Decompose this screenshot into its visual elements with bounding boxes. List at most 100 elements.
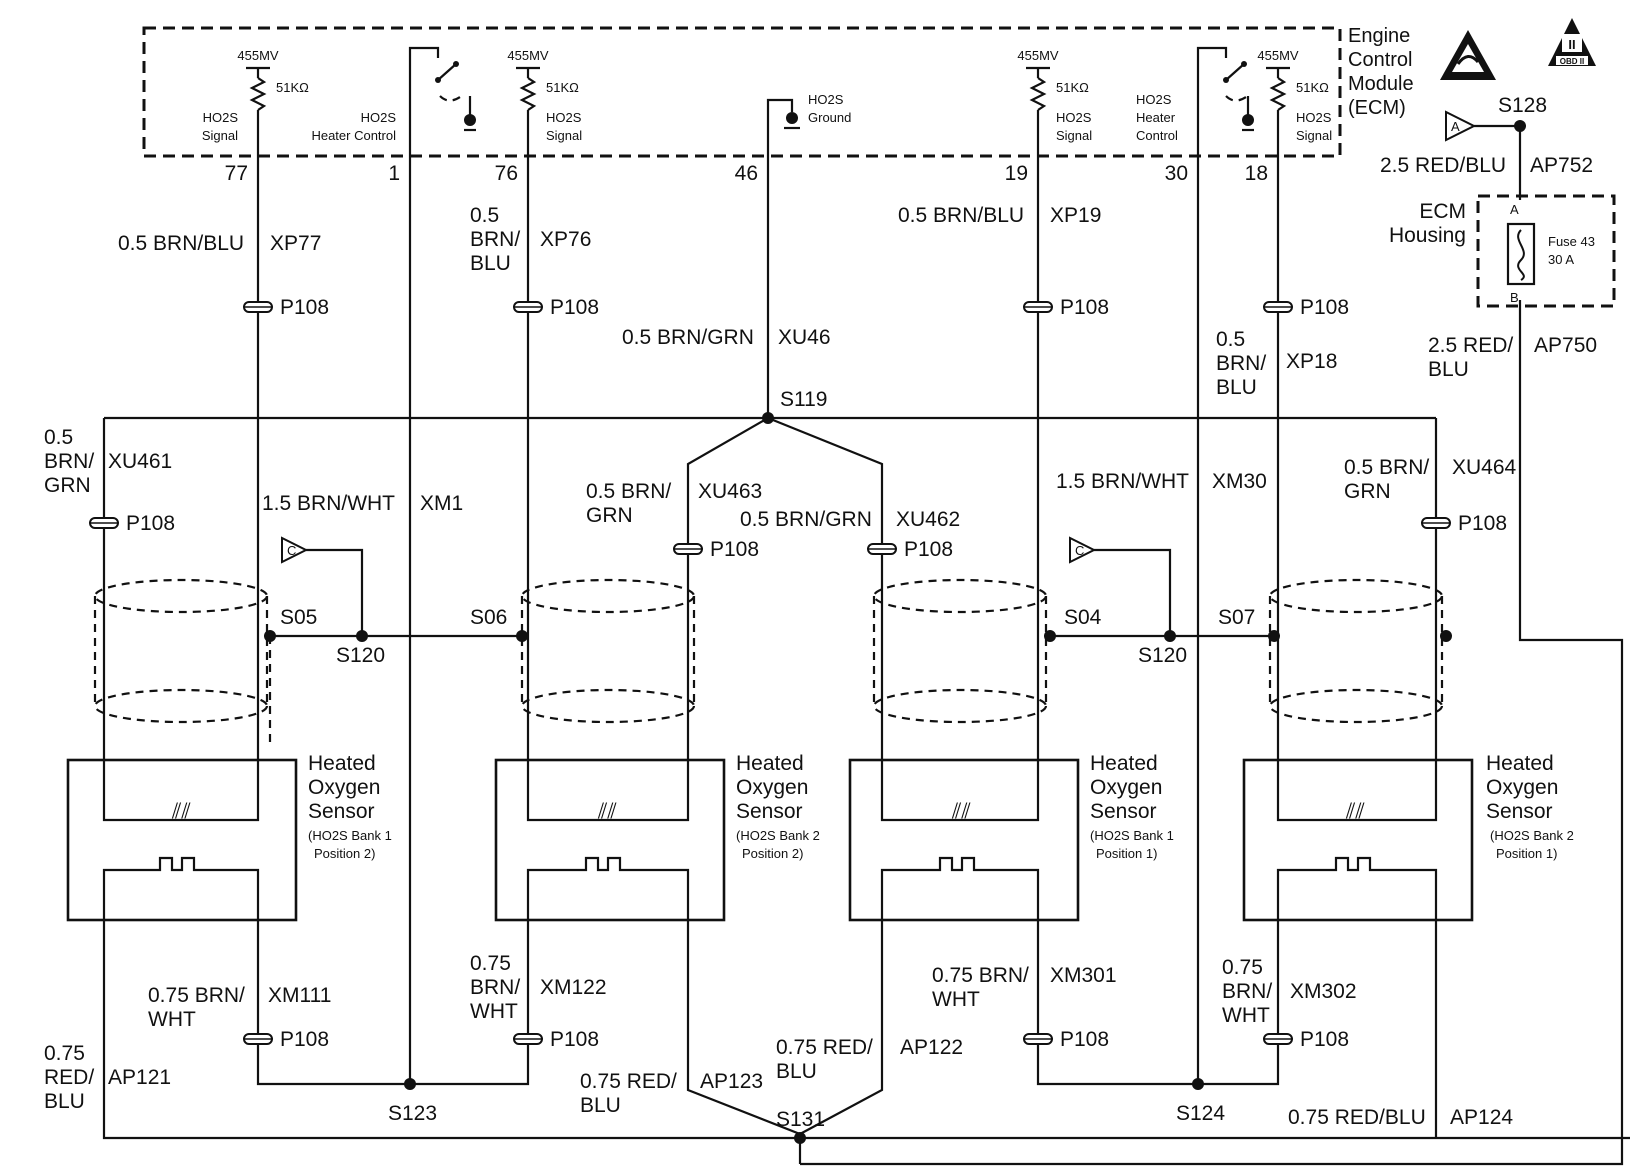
main-wires (102, 160, 1438, 1084)
svg-text:0.75 RED/: 0.75 RED/ (580, 1070, 677, 1093)
splice-s07: S07 (1218, 606, 1255, 629)
svg-text:18: 18 (1245, 162, 1268, 185)
svg-text:BRN/: BRN/ (1222, 980, 1272, 1003)
svg-text:51KΩ: 51KΩ (276, 80, 309, 95)
svg-text:C: C (1075, 543, 1084, 558)
bottom-wires (102, 300, 1630, 1166)
svg-text:XU461: XU461 (108, 450, 172, 473)
ecm-signal-76: 455MV 51KΩ HO2S Signal (507, 48, 582, 160)
svg-text:0.75 BRN/: 0.75 BRN/ (932, 964, 1029, 987)
svg-text:Heated: Heated (1486, 752, 1554, 775)
splice-s131: S131 (776, 1108, 825, 1131)
svg-text:BRN/: BRN/ (44, 450, 94, 473)
wire-label-xp77: 0.5 BRN/BLU XP77 (118, 232, 321, 255)
svg-text:GRN: GRN (44, 474, 91, 497)
svg-text:XM301: XM301 (1050, 964, 1117, 987)
ecm-pin-numbers: 77 1 76 46 19 30 18 (225, 162, 1268, 185)
ref-c-right: C (1069, 536, 1172, 636)
svg-text:0.75: 0.75 (470, 952, 511, 975)
svg-text:Heater Control: Heater Control (311, 128, 396, 143)
splice-s119: S119 (780, 388, 828, 411)
svg-text:GRN: GRN (586, 504, 633, 527)
svg-text:(HO2S Bank 1: (HO2S Bank 1 (308, 828, 392, 843)
splice-s06: S06 (470, 606, 507, 629)
svg-text:BRN/: BRN/ (1216, 352, 1266, 375)
svg-text:P108: P108 (280, 1028, 329, 1051)
svg-text:0.5 BRN/: 0.5 BRN/ (586, 480, 671, 503)
svg-text:BLU: BLU (776, 1060, 817, 1083)
svg-text:Position 2): Position 2) (314, 846, 375, 861)
svg-text:(HO2S Bank 2: (HO2S Bank 2 (736, 828, 820, 843)
svg-text:XU464: XU464 (1452, 456, 1517, 479)
svg-text:XM302: XM302 (1290, 980, 1357, 1003)
svg-text:(HO2S Bank 1: (HO2S Bank 1 (1090, 828, 1174, 843)
svg-text:46: 46 (735, 162, 758, 185)
svg-text:Oxygen: Oxygen (1486, 776, 1558, 799)
svg-text:0.5: 0.5 (1216, 328, 1245, 351)
svg-text:Position 2): Position 2) (742, 846, 803, 861)
svg-text:⫽⫽: ⫽⫽ (951, 800, 971, 823)
svg-text:Signal: Signal (202, 128, 238, 143)
svg-text:Control: Control (1348, 49, 1412, 71)
svg-text:Oxygen: Oxygen (1090, 776, 1162, 799)
svg-text:455MV: 455MV (237, 48, 279, 63)
svg-text:HO2S: HO2S (546, 110, 582, 125)
svg-text:0.75: 0.75 (44, 1042, 85, 1065)
wire-label-xp19: 0.5 BRN/BLU XP19 (898, 204, 1101, 227)
svg-text:0.75 BRN/: 0.75 BRN/ (148, 984, 245, 1007)
svg-text:AP122: AP122 (900, 1036, 963, 1059)
svg-text:Oxygen: Oxygen (308, 776, 380, 799)
svg-text:Oxygen: Oxygen (736, 776, 808, 799)
ecm-ho2s-ground: HO2S Ground (766, 92, 851, 160)
splice-s120-right: S120 (1138, 644, 1187, 667)
svg-text:Heated: Heated (736, 752, 804, 775)
wire-label-xm302: 0.75 BRN/ WHT XM302 (1222, 956, 1357, 1027)
sensor-bank1-pos1: ⫽⫽ Heated Oxygen Sensor (HO2S Bank 1 Pos… (848, 740, 1174, 940)
svg-text:HO2S: HO2S (1136, 92, 1172, 107)
splice-s123: S123 (388, 1102, 437, 1125)
svg-text:Heated: Heated (1090, 752, 1158, 775)
splice-s05: S05 (280, 606, 317, 629)
svg-text:Housing: Housing (1389, 224, 1466, 247)
svg-text:Fuse 43: Fuse 43 (1548, 234, 1595, 249)
wire-label-xm111: 0.75 BRN/ WHT XM111 (148, 984, 331, 1031)
svg-text:XU462: XU462 (896, 508, 960, 531)
splice-s124: S124 (1176, 1102, 1225, 1125)
svg-text:19: 19 (1005, 162, 1028, 185)
wire-label-xm122: 0.75 BRN/ WHT XM122 (470, 952, 607, 1023)
svg-text:Heater: Heater (1136, 110, 1176, 125)
wire-label-xp18: 0.5 BRN/ BLU XP18 (1216, 328, 1337, 399)
svg-text:1.5 BRN/WHT: 1.5 BRN/WHT (262, 492, 395, 515)
svg-text:XM122: XM122 (540, 976, 607, 999)
svg-text:XP18: XP18 (1286, 350, 1337, 373)
svg-text:XM111: XM111 (268, 984, 331, 1007)
svg-text:B: B (1510, 290, 1519, 305)
svg-text:BRN/: BRN/ (470, 228, 520, 251)
svg-text:HO2S: HO2S (1056, 110, 1092, 125)
svg-text:AP750: AP750 (1534, 334, 1597, 357)
wire-label-xm1: 1.5 BRN/WHT XM1 (262, 492, 463, 515)
svg-text:30: 30 (1165, 162, 1188, 185)
svg-text:Signal: Signal (1296, 128, 1332, 143)
fuse-43-icon (1506, 222, 1536, 286)
shield-drain: S05 S120 S06 S04 S120 S07 (264, 606, 1452, 746)
svg-text:WHT: WHT (470, 1000, 518, 1023)
svg-text:51KΩ: 51KΩ (1296, 80, 1329, 95)
svg-text:BLU: BLU (44, 1090, 85, 1113)
svg-text:Control: Control (1136, 128, 1178, 143)
svg-text:XM1: XM1 (420, 492, 463, 515)
svg-text:AP121: AP121 (108, 1066, 171, 1089)
wire-label-xu462: 0.5 BRN/GRN XU462 (740, 508, 960, 531)
svg-text:BLU: BLU (1428, 358, 1469, 381)
svg-text:Ground: Ground (808, 110, 851, 125)
svg-text:(ECM): (ECM) (1348, 97, 1406, 119)
svg-text:0.75: 0.75 (1222, 956, 1263, 979)
ecm-signal-77: 455MV 51KΩ HO2S Signal (202, 48, 309, 160)
svg-text:77: 77 (225, 162, 248, 185)
splice-s04: S04 (1064, 606, 1102, 629)
ecm-signal-19: 455MV 51KΩ HO2S Signal (1017, 48, 1092, 160)
svg-text:P108: P108 (1300, 296, 1349, 319)
svg-text:XP19: XP19 (1050, 204, 1101, 227)
svg-text:A: A (1451, 119, 1460, 134)
svg-text:Heated: Heated (308, 752, 376, 775)
